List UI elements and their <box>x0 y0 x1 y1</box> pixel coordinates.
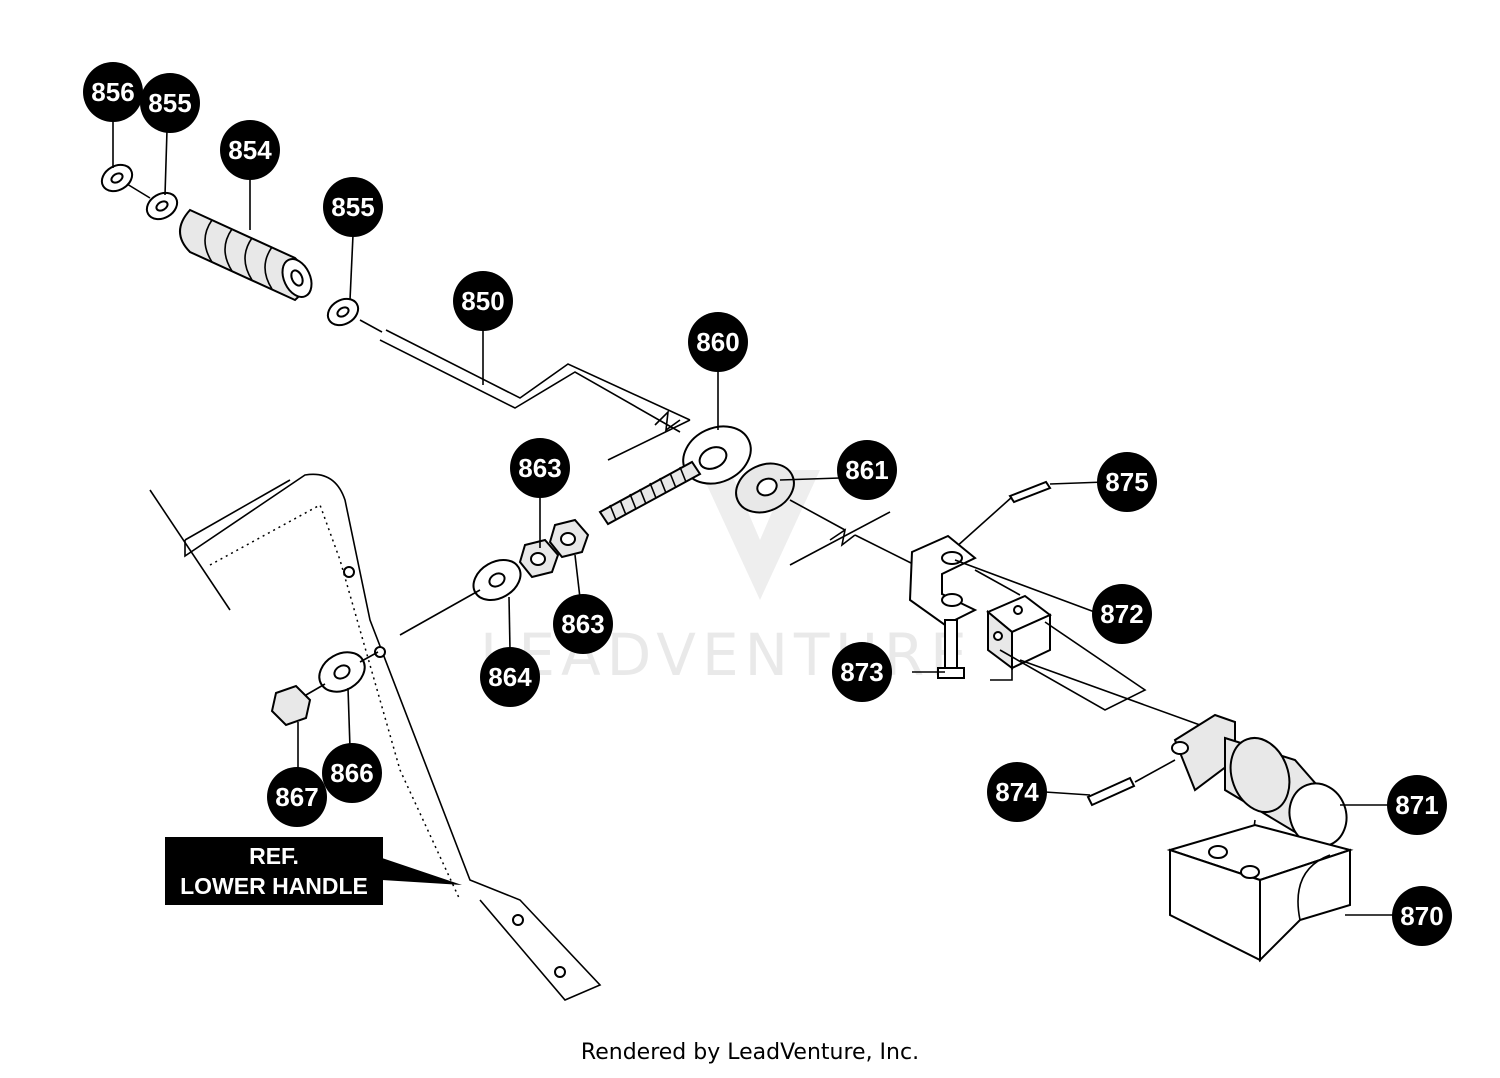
callout-854-label: 854 <box>228 135 272 165</box>
leader-lines <box>112 118 1395 916</box>
callout-866[interactable]: 866 <box>322 743 382 803</box>
callout-872[interactable]: 872 <box>1092 584 1152 644</box>
callout-850-label: 850 <box>461 286 504 316</box>
part-867-nut <box>270 684 312 727</box>
callout-864-label: 864 <box>488 662 532 692</box>
part-875-pin <box>1008 480 1052 504</box>
rod-850 <box>379 329 691 461</box>
part-871-cylinder <box>1171 713 1348 881</box>
callout-874[interactable]: 874 <box>987 762 1047 822</box>
callout-874-label: 874 <box>995 777 1039 807</box>
part-866-washer <box>318 651 366 693</box>
part-863-nut-a <box>548 518 590 559</box>
callout-863-a[interactable]: 863 <box>510 438 570 498</box>
part-873-screw <box>937 619 965 679</box>
callout-863-a-label: 863 <box>518 453 561 483</box>
part-861-grommet <box>735 462 795 514</box>
lower-handle <box>149 473 602 1001</box>
part-856-washer <box>100 163 134 193</box>
callout-861-label: 861 <box>845 455 888 485</box>
callout-863-b-label: 863 <box>561 609 604 639</box>
callout-855-a-label: 855 <box>148 88 191 118</box>
callout-871[interactable]: 871 <box>1387 775 1447 835</box>
ref-label-line1: REF. <box>249 843 299 869</box>
callout-864[interactable]: 864 <box>480 647 540 707</box>
footer-credit: Rendered by LeadVenture, Inc. <box>580 1040 920 1065</box>
callout-873[interactable]: 873 <box>832 642 892 702</box>
callout-873-label: 873 <box>840 657 883 687</box>
part-863-nut-b <box>518 538 560 579</box>
callout-870[interactable]: 870 <box>1392 886 1452 946</box>
watermark: LEADVENTURE <box>480 470 967 689</box>
callout-855-b-label: 855 <box>331 192 374 222</box>
callout-875-label: 875 <box>1105 467 1148 497</box>
callout-850[interactable]: 850 <box>453 271 513 331</box>
part-854-grip <box>179 208 313 302</box>
callout-855-b[interactable]: 855 <box>323 177 383 237</box>
callout-875[interactable]: 875 <box>1097 452 1157 512</box>
ref-label-line2: LOWER HANDLE <box>180 873 368 899</box>
callout-870-label: 870 <box>1400 901 1443 931</box>
callout-854[interactable]: 854 <box>220 120 280 180</box>
callout-861[interactable]: 861 <box>837 440 897 500</box>
callout-867-label: 867 <box>275 782 318 812</box>
part-860-eyebolt <box>598 425 752 526</box>
callout-855-a[interactable]: 855 <box>140 73 200 133</box>
callout-860[interactable]: 860 <box>688 312 748 372</box>
callout-856[interactable]: 856 <box>83 62 143 122</box>
part-870-bracket <box>1166 823 1354 963</box>
callout-856-label: 856 <box>91 77 134 107</box>
part-855-washer-b <box>326 297 360 327</box>
callout-872-label: 872 <box>1100 599 1143 629</box>
part-872-block <box>986 594 1052 670</box>
ref-arrow <box>382 858 462 885</box>
part-864-washer <box>472 559 522 601</box>
callout-866-label: 866 <box>330 758 373 788</box>
callout-863-b[interactable]: 863 <box>553 594 613 654</box>
part-clevis <box>908 534 978 627</box>
part-874-pin <box>1086 776 1136 807</box>
callout-867[interactable]: 867 <box>267 767 327 827</box>
callout-871-label: 871 <box>1395 790 1438 820</box>
part-855-washer-a <box>145 191 179 221</box>
callout-860-label: 860 <box>696 327 739 357</box>
ref-lower-handle-label: REF. LOWER HANDLE <box>165 837 383 905</box>
